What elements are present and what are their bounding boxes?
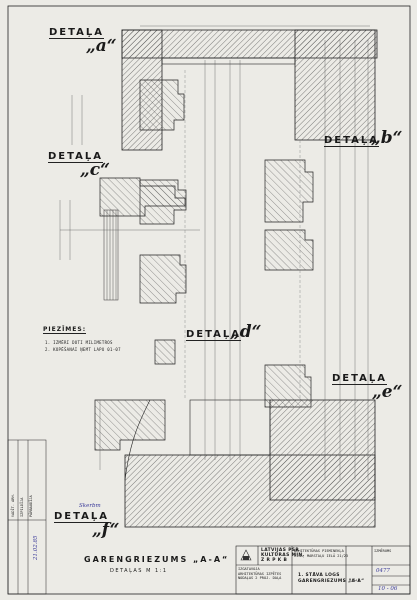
notes-heading: PIEZĪMES: (43, 326, 87, 334)
handwritten-signature: Skerbm (79, 503, 101, 509)
detail-e-word: DETAĻA (332, 373, 388, 385)
section-subtitle: DETAĻAS M 1:1 (110, 568, 168, 574)
detail-f-word: DETAĻA (54, 511, 110, 523)
title-block-stage: IZMĒRUMS (374, 549, 392, 553)
note-item-1: 1. IZMĒRI DOTI MILIMETROS (45, 340, 113, 345)
left-strip-line-3: PĀRBAUDĪJA (29, 495, 33, 517)
detail-b-letter: „b“ (371, 128, 403, 148)
left-strip-line-2: IZPILDĪJA (20, 497, 24, 517)
detail-b-word: DETAĻA (324, 135, 380, 147)
detail-d-letter: „d“ (230, 322, 262, 342)
section-title: GARENGRIEZUMS „A-A“ (84, 555, 230, 564)
center-lines (184, 70, 301, 400)
detail-a-letter: „a“ (86, 36, 117, 56)
dimension-lines (59, 25, 370, 480)
detail-c-letter: „c“ (80, 160, 110, 180)
crest-icon (240, 549, 252, 561)
detail-d-word: DETAĻA (186, 329, 242, 341)
detail-f-letter: „f“ (92, 520, 120, 540)
left-strip-line-1: VADĪT. ARH. (11, 493, 15, 517)
detail-a-word: DETAĻA (49, 27, 105, 39)
left-info-strip (7, 439, 47, 595)
detail-e-letter: „e“ (372, 382, 403, 402)
sheet-border (7, 5, 411, 595)
title-block-code: 0477 (376, 568, 390, 574)
wall-section-bottom (94, 399, 376, 528)
handwritten-date: 21.02.85 (33, 535, 39, 561)
title-block-scale: M 1:1 (349, 578, 360, 582)
note-item-2: 2. KOPĒŠANAI ŅEMT LAPU 01-07 (45, 347, 121, 352)
detail-c-word: DETAĻA (48, 151, 104, 163)
title-block-sheet-number: 10 - 06 (378, 586, 398, 592)
title-block-grid (235, 545, 411, 595)
